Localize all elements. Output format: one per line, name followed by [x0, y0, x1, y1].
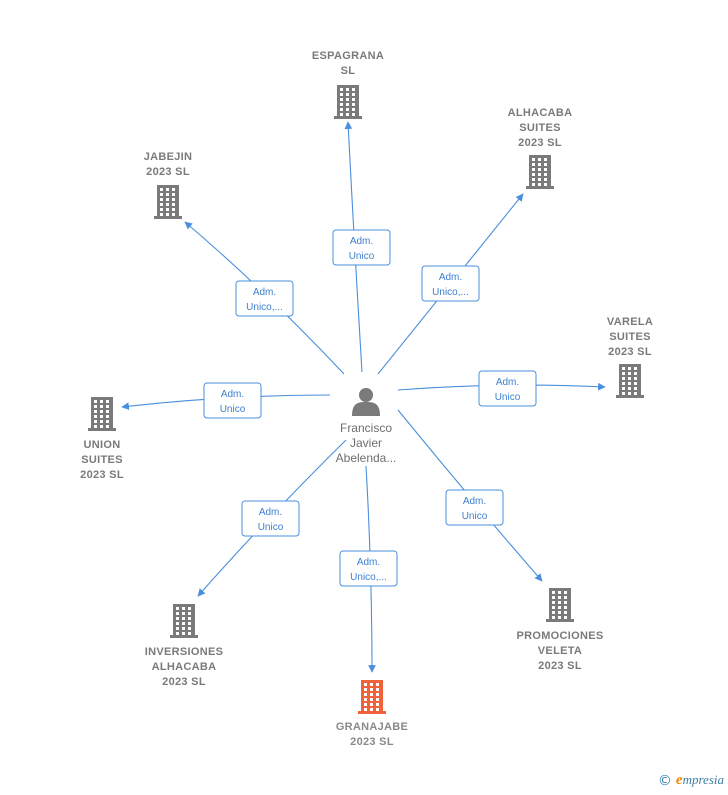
edge-role-union-suites[interactable]: Adm. Unico: [203, 382, 262, 419]
company-name-line: SUITES: [609, 331, 651, 343]
edge-role-jabejin[interactable]: Adm. Unico,...: [235, 280, 294, 317]
company-name-line: INVERSIONES: [145, 646, 224, 658]
brand-footer: © empresia: [658, 772, 724, 789]
building-icon[interactable]: [88, 397, 116, 431]
company-node-espagrana[interactable]: ESPAGRANA SL: [312, 50, 384, 119]
edge-role-text: Adm. Unico,...: [350, 557, 387, 583]
company-name-line: SL: [341, 65, 356, 77]
building-icon[interactable]: [170, 604, 198, 638]
edge-role-text-line: Adm.: [496, 377, 519, 388]
company-name-line: JABEJIN: [144, 151, 193, 163]
company-name-line: 2023 SL: [538, 660, 582, 672]
edge-role-text: Adm. Unico,...: [246, 287, 283, 313]
building-icon[interactable]: [546, 588, 574, 622]
edge-role-text: Adm. Unico: [349, 236, 375, 262]
company-name-line: SUITES: [81, 454, 123, 466]
company-node-promociones-veleta[interactable]: PROMOCIONES VELETA 2023 SL: [516, 588, 603, 672]
building-icon[interactable]: [358, 680, 386, 714]
edge-role-text-line: Adm.: [253, 287, 276, 298]
company-name-line: 2023 SL: [80, 469, 124, 481]
edge-role-text-line: Unico: [258, 522, 284, 533]
edge-role-promociones-veleta[interactable]: Adm. Unico: [445, 489, 504, 526]
person-name-line: Javier: [350, 436, 382, 450]
edge-role-text-line: Adm.: [221, 389, 244, 400]
company-name-line: 2023 SL: [146, 166, 190, 178]
company-name-line: 2023 SL: [608, 346, 652, 358]
edge-role-text-line: Adm.: [357, 557, 380, 568]
company-name: PROMOCIONES VELETA 2023 SL: [516, 630, 603, 672]
edge-role-text-line: Adm.: [259, 507, 282, 518]
company-name-line: VARELA: [607, 316, 653, 328]
edge-role-text-line: Adm.: [463, 496, 486, 507]
company-name: GRANAJABE 2023 SL: [336, 721, 408, 748]
company-name-line: UNION: [84, 439, 121, 451]
edge-role-text: Adm. Unico: [495, 377, 521, 403]
company-node-granajabe[interactable]: GRANAJABE 2023 SL: [336, 680, 408, 748]
edge-role-text: Adm. Unico: [220, 389, 246, 415]
company-name-line: SUITES: [519, 122, 561, 134]
company-node-inversiones-alhacaba[interactable]: INVERSIONES ALHACABA 2023 SL: [145, 604, 224, 688]
company-name: ESPAGRANA SL: [312, 50, 384, 77]
edge-role-text: Adm. Unico,...: [432, 272, 469, 298]
edge-role-text-line: Adm.: [439, 272, 462, 283]
edge-role-inversiones-alhacaba[interactable]: Adm. Unico: [241, 500, 300, 537]
edge-role-text: Adm. Unico: [462, 496, 488, 522]
edge-role-text-line: Unico,...: [432, 287, 469, 298]
edge-role-espagrana[interactable]: Adm. Unico: [332, 229, 391, 266]
company-node-jabejin[interactable]: JABEJIN 2023 SL: [144, 151, 193, 219]
company-node-alhacaba-suites[interactable]: ALHACABA SUITES 2023 SL: [508, 107, 573, 189]
company-node-union-suites[interactable]: UNION SUITES 2023 SL: [80, 397, 124, 481]
edge-role-text-line: Unico: [349, 251, 375, 262]
company-name: INVERSIONES ALHACABA 2023 SL: [145, 646, 224, 688]
edge-role-text: Adm. Unico: [258, 507, 284, 533]
company-name-line: 2023 SL: [518, 137, 562, 149]
edge-role-text-line: Unico,...: [350, 572, 387, 583]
company-name-line: VELETA: [538, 645, 582, 657]
company-name-line: PROMOCIONES: [516, 630, 603, 642]
building-icon[interactable]: [616, 364, 644, 398]
copyright-icon: ©: [657, 772, 672, 789]
company-name-line: 2023 SL: [162, 676, 206, 688]
edge-role-alhacaba-suites[interactable]: Adm. Unico,...: [421, 265, 480, 302]
company-name: ALHACABA SUITES 2023 SL: [508, 107, 573, 149]
edge-role-granajabe[interactable]: Adm. Unico,...: [339, 550, 398, 587]
company-name-line: GRANAJABE: [336, 721, 408, 733]
building-icon[interactable]: [154, 185, 182, 219]
person-icon[interactable]: [352, 388, 380, 416]
person-name-line: Abelenda...: [336, 451, 397, 465]
building-icon[interactable]: [526, 155, 554, 189]
edge-role-text-line: Unico: [220, 404, 246, 415]
brand-logo[interactable]: empresia: [675, 772, 724, 788]
edge-role-text-line: Adm.: [350, 236, 373, 247]
person-name-line: Francisco: [340, 421, 392, 435]
edge-role-text-line: Unico: [462, 511, 488, 522]
edge-role-varela-suites[interactable]: Adm. Unico: [478, 370, 537, 407]
company-name: JABEJIN 2023 SL: [144, 151, 193, 178]
edge-role-text-line: Unico,...: [246, 302, 283, 313]
company-name-line: ESPAGRANA: [312, 50, 384, 62]
building-icon[interactable]: [334, 85, 362, 119]
company-name-line: ALHACABA: [152, 661, 217, 673]
company-name: VARELA SUITES 2023 SL: [607, 316, 653, 358]
company-name-line: ALHACABA: [508, 107, 573, 119]
company-name: UNION SUITES 2023 SL: [80, 439, 124, 481]
company-name-line: 2023 SL: [350, 736, 394, 748]
edge-role-text-line: Unico: [495, 392, 521, 403]
company-node-varela-suites[interactable]: VARELA SUITES 2023 SL: [607, 316, 653, 398]
